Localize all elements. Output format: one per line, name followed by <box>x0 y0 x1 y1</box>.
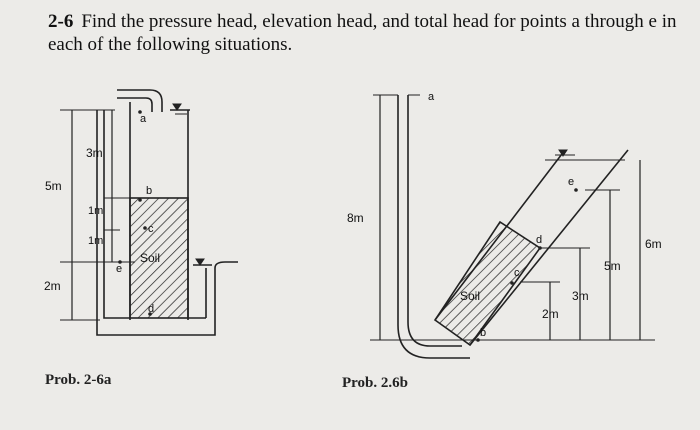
label-5m-b: 5m <box>604 259 621 273</box>
point-c-marker-a <box>143 226 147 230</box>
label-soil-a: Soil <box>140 251 160 265</box>
caption-a: Prob. 2-6a <box>45 372 112 388</box>
point-e-marker-a <box>118 260 122 264</box>
point-d-marker-a <box>148 312 152 316</box>
label-3m-b: 3m <box>572 289 589 303</box>
label-1m-top-a: 1m <box>88 205 103 217</box>
label-point-a-a: a <box>140 113 147 125</box>
label-point-d-a: d <box>148 303 154 315</box>
point-d-marker-b <box>538 246 542 250</box>
label-2m-b: 2m <box>542 307 559 321</box>
caption-b: Prob. 2.6b <box>342 375 408 391</box>
label-8m-b: 8m <box>347 211 364 225</box>
label-point-c-a: c <box>148 223 154 235</box>
label-6m-b: 6m <box>645 237 662 251</box>
point-e-marker-b <box>574 188 578 192</box>
point-c-marker-b <box>510 281 514 285</box>
label-point-e-a: e <box>116 263 122 275</box>
label-5m-a: 5m <box>45 179 62 193</box>
label-point-b-a: b <box>146 185 152 197</box>
point-b-marker-a <box>138 198 142 202</box>
figure-a <box>60 89 238 336</box>
label-1m-bottom-a: 1m <box>88 235 103 247</box>
label-soil-b: Soil <box>460 289 480 303</box>
soil-region-b <box>433 220 542 347</box>
label-2m-a: 2m <box>44 279 61 293</box>
label-point-b-b: b <box>480 327 486 339</box>
label-point-c-b: c <box>514 267 520 279</box>
label-point-d-b: d <box>536 234 542 246</box>
label-point-e-b: e <box>568 176 574 188</box>
point-a-marker-a <box>138 110 142 114</box>
problem-number: 2-6 <box>48 11 74 32</box>
problem-text: Find the pressure head, elevation head, … <box>48 11 677 55</box>
label-point-a-b: a <box>428 91 435 103</box>
figure-b <box>370 94 655 359</box>
label-3m-a: 3m <box>86 146 103 160</box>
point-b-marker-b <box>476 338 480 342</box>
soil-region-a <box>129 197 189 319</box>
